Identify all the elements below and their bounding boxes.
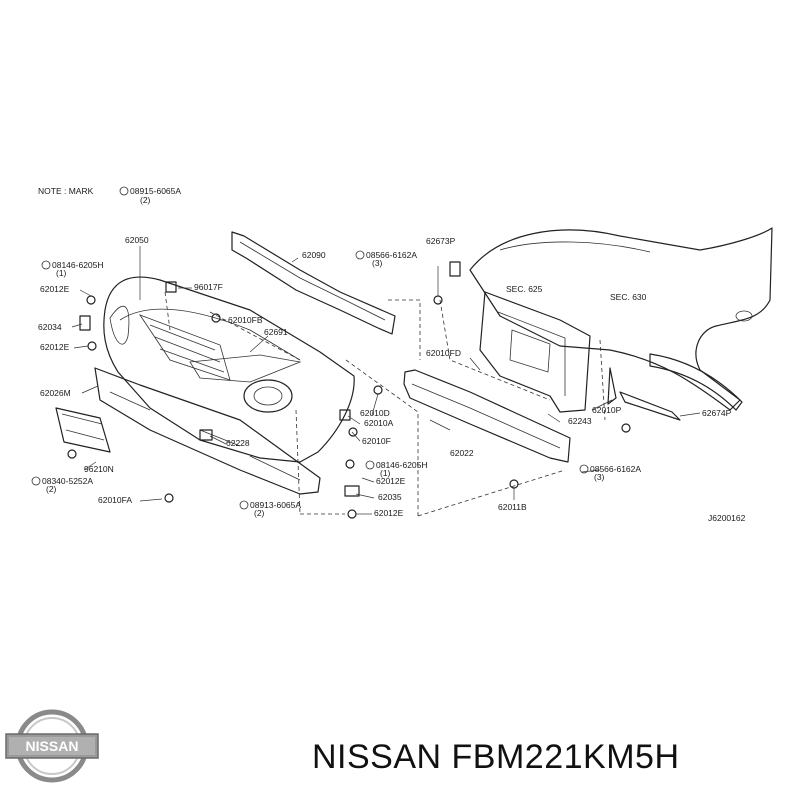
product-caption: NISSAN FBM221KM5H [312,738,680,776]
label-96017f: 96017F [194,282,223,292]
label-62022: 62022 [450,448,474,458]
label-62010d: 62010D [360,408,390,418]
label-62035: 62035 [378,492,402,502]
circle-markers [31,186,589,510]
label-62010f: 62010F [362,436,391,446]
label-62010p: 62010P [592,405,622,415]
label-62012e-2: 62012E [40,342,70,352]
label-62012e-3: 62012E [376,476,406,486]
label-62228: 62228 [226,438,250,448]
label-62010a: 62010A [364,418,394,428]
label-62691: 62691 [264,327,288,337]
label-08913-qty: (2) [254,508,265,518]
label-08566-b-qty: (3) [594,472,605,482]
label-62012e-4: 62012E [374,508,404,518]
label-62012e-1: 62012E [40,284,70,294]
label-08566-a: 08566-6162A [366,250,417,260]
logo-text: NISSAN [26,738,79,754]
label-08913: 08913-6065A [250,500,301,510]
fasteners [67,261,681,519]
label-62050: 62050 [125,235,149,245]
label-diagram-code: J6200162 [708,513,746,523]
license-bracket-96210n [55,407,111,453]
label-62010fb: 62010FB [228,315,263,325]
label-sec630: SEC. 630 [610,292,647,302]
label-62010fd: 62010FD [426,348,461,358]
label-08146-b-qty: (1) [380,468,391,478]
label-sec625: SEC. 625 [506,284,543,294]
fender-sec630 [469,227,773,411]
label-08340-qty: (2) [46,484,57,494]
label-96210n: 96210N [84,464,114,474]
label-08146-b: 08146-6205H [376,460,428,470]
label-62243: 62243 [568,416,592,426]
label-08340: 08340-5252A [42,476,93,486]
label-08146-a: 08146-6205H [52,260,104,270]
label-62026m: 62026M [40,388,71,398]
note-text: NOTE : MARK [38,186,94,196]
label-08566-b: 08566-6162A [590,464,641,474]
radiator-support-sec625 [479,291,591,413]
label-62011b: 62011B [498,502,527,512]
label-62674p: 62674P [702,408,732,418]
nissan-logo: NISSAN [5,709,99,783]
label-08566-a-qty: (3) [372,258,383,268]
leader-lines [71,246,701,515]
reinforcement-62022 [403,369,571,463]
label-62090: 62090 [302,250,326,260]
note-ref: 08915-6065A [130,186,181,196]
part-labels: 62050 08146-6205H (1) 62012E 62034 62012… [38,235,746,523]
note-qty: (2) [140,195,151,205]
label-08146-a-qty: (1) [56,268,67,278]
lower-lip-62026m [94,367,321,495]
label-62034: 62034 [38,322,62,332]
label-62673p: 62673P [426,236,456,246]
label-62010fa: 62010FA [98,495,132,505]
upper-reinforcement-62090 [231,231,396,335]
bumper-fascia [103,276,355,463]
